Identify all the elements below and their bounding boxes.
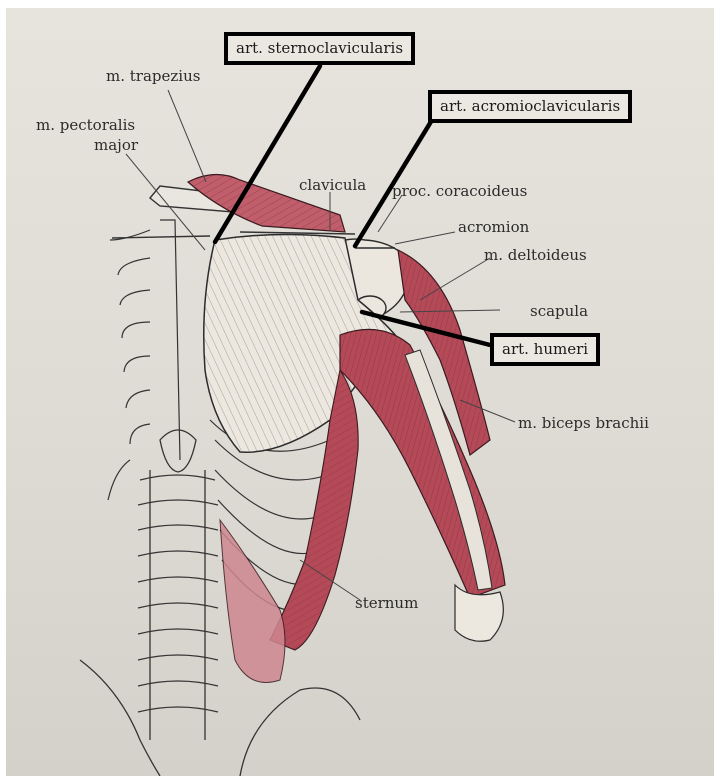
- label-scapula: scapula: [530, 302, 588, 320]
- boxed-label-humeri: art. humeri: [490, 333, 600, 366]
- vertebral-column: [138, 430, 218, 740]
- label-coracoideus: proc. coracoideus: [392, 182, 527, 200]
- boxed-label-sternoclavicularis: art. sternoclavicularis: [224, 32, 415, 65]
- label-clavicula: clavicula: [299, 176, 366, 194]
- label-pectoralis-line1: m. pectoralis: [36, 116, 135, 134]
- label-sternum: sternum: [355, 594, 418, 612]
- label-pectoralis-line2: major: [94, 136, 138, 154]
- serratus-muscle: [220, 520, 285, 683]
- pelvis: [80, 660, 360, 776]
- label-trapezius: m. trapezius: [106, 67, 200, 85]
- boxed-label-acromioclavicularis: art. acromioclavicularis: [428, 90, 632, 123]
- label-biceps: m. biceps brachii: [518, 414, 649, 432]
- label-acromion: acromion: [458, 218, 529, 236]
- label-deltoideus: m. deltoideus: [484, 246, 587, 264]
